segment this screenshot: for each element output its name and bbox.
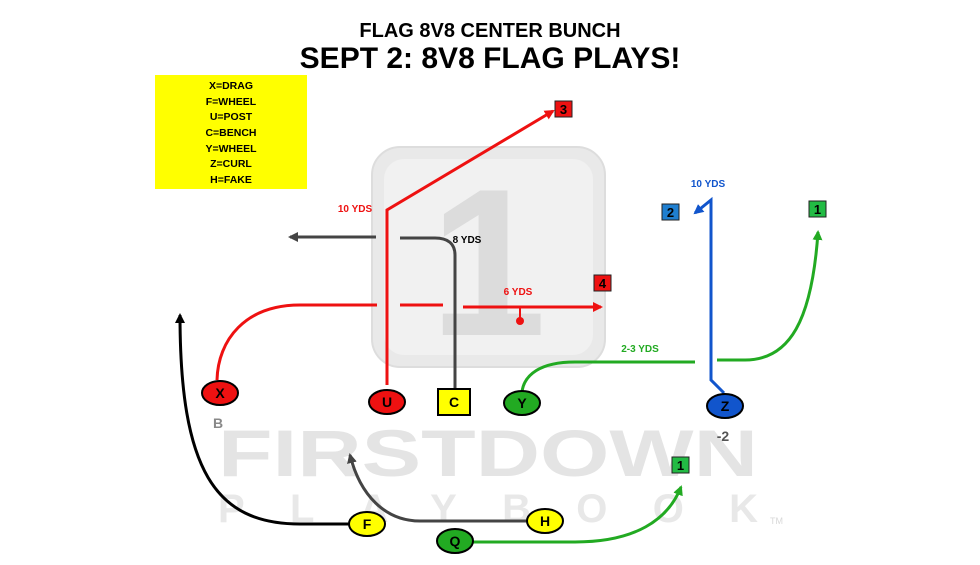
y-wheel-route-flat [520,360,695,393]
y-depth-label: 2-3 YDS [621,344,659,355]
legend-item: U=POST [209,111,253,124]
z-depth-label: 10 YDS [691,179,726,190]
player-z-note: -2 [717,428,730,444]
read-badge-x: 4 [593,274,612,292]
read-number-y: 1 [814,202,821,217]
read-badge-u: 3 [554,100,573,118]
player-u: U [368,389,406,415]
player-x-label: X [215,385,225,401]
assignment-legend: X=DRAG F=WHEEL U=POST C=BENCH Y=WHEEL Z=… [155,75,307,189]
read-badge-q: 1 [671,456,690,474]
watermark-logo-numeral: 1 [430,145,547,380]
read-number-x: 4 [599,276,607,291]
q-route [472,485,683,544]
u-post-route [385,109,555,385]
read-badge-y: 1 [808,200,827,218]
watermark-firstdown: FIRSTDOWN [218,416,758,490]
player-c: C [437,388,471,416]
player-c-label: C [449,394,459,410]
player-u-label: U [382,394,392,410]
x-route-marker-dot [516,317,524,325]
player-x-note: B [213,415,223,431]
player-y: Y [503,390,541,416]
u-depth-label: 10 YDS [338,204,373,215]
legend-item: Y=WHEEL [205,142,257,155]
legend-item: H=FAKE [210,174,252,187]
player-q: Q [436,528,474,554]
player-x: X [201,380,239,406]
read-badge-z: 2 [661,203,680,221]
legend-item: F=WHEEL [205,95,257,108]
player-z: Z [706,393,744,419]
player-h: H [526,508,564,534]
c-bench-route [400,236,457,388]
player-f-label: F [363,516,372,532]
x-depth-label: 6 YDS [504,287,533,298]
player-y-label: Y [517,395,527,411]
legend-item: Z=CURL [210,158,252,171]
play-title: SEPT 2: 8V8 FLAG PLAYS! [299,42,681,75]
play-subtitle: FLAG 8V8 CENTER BUNCH [359,20,621,42]
f-wheel-route [175,313,355,526]
watermark-logo: 1 [371,145,606,380]
z-curl-route [693,196,726,395]
watermark-trademark: TM [770,516,783,526]
read-number-u: 3 [560,102,567,117]
read-number-z: 2 [667,205,674,220]
player-z-label: Z [721,398,730,414]
h-fake-route [347,453,527,523]
x-drag-route-back [215,303,377,381]
player-f: F [348,511,386,537]
read-number-q: 1 [677,458,684,473]
y-wheel-route-up [717,230,823,362]
player-h-label: H [540,513,550,529]
player-q-label: Q [450,533,461,549]
legend-item: C=BENCH [205,127,257,140]
c-depth-label: 8 YDS [453,235,482,246]
legend-item: X=DRAG [208,80,254,92]
